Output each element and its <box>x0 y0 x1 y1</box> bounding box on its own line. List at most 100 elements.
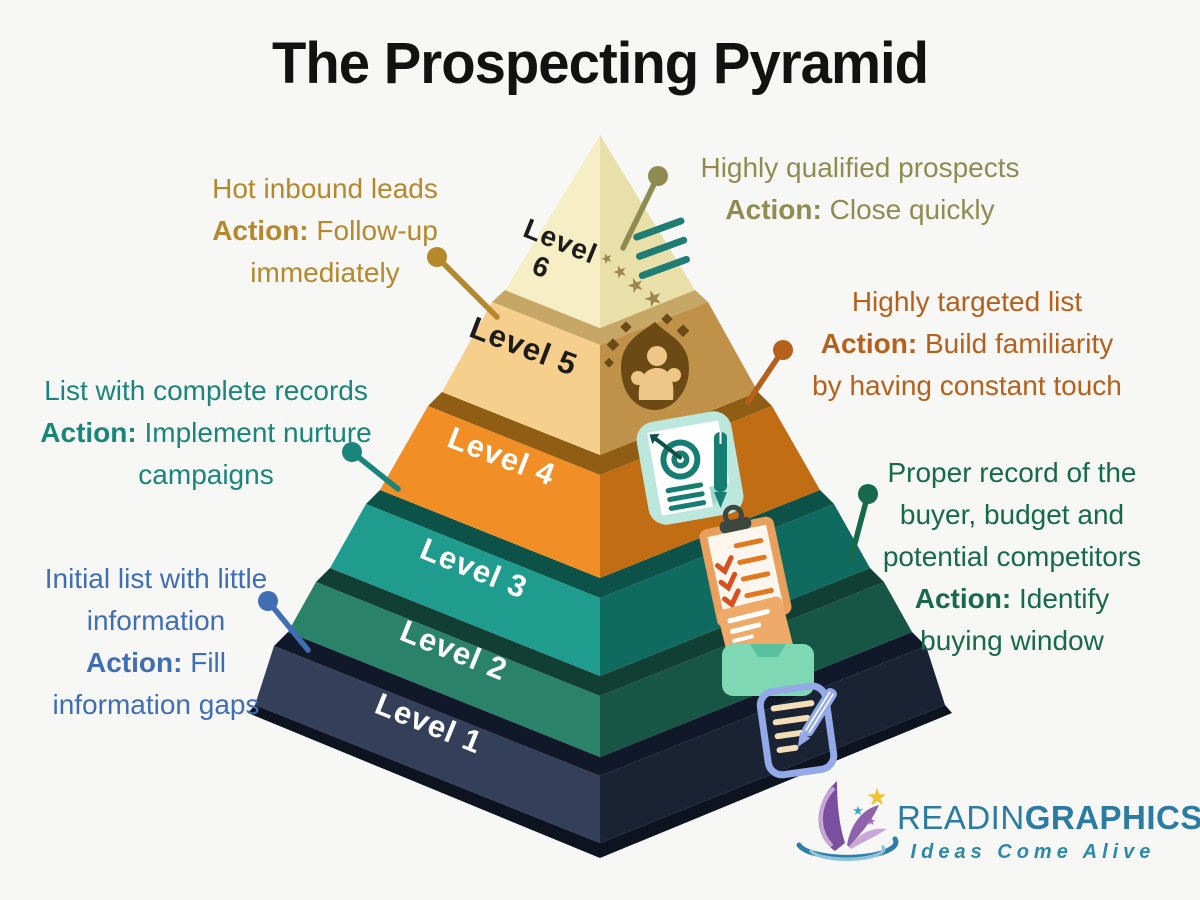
connector-initial-list <box>258 591 311 653</box>
logo-star-teal: ★ <box>852 804 864 819</box>
annotation-line: Initial list with little <box>44 563 268 594</box>
dart-feather <box>649 433 660 445</box>
level5-left-face <box>442 302 600 455</box>
connector-line <box>265 598 311 653</box>
level4-left-face <box>380 406 600 578</box>
notepad-line <box>774 729 805 740</box>
annotation-line: Highly qualified prospects <box>700 152 1020 183</box>
person-arm <box>631 371 645 385</box>
connector-line <box>620 173 661 251</box>
tray-front <box>722 644 814 696</box>
connector-line <box>745 347 786 405</box>
brand-name-regular: READIN <box>897 799 1025 836</box>
card-line <box>732 634 754 643</box>
document-tray-icon <box>717 596 814 696</box>
level1-left-face <box>255 646 600 843</box>
checklist-line <box>740 571 771 582</box>
annotation-initial-list: Initial list with little information Act… <box>6 558 306 726</box>
connector-line <box>434 254 500 320</box>
connector-dot <box>342 442 362 462</box>
achievement-line <box>633 217 685 241</box>
connector-dot <box>258 591 278 611</box>
document-line <box>668 500 707 511</box>
dart-shaft <box>652 435 683 460</box>
annotation-line: buyer, budget and <box>899 499 1125 530</box>
clipboard-clip <box>719 516 752 534</box>
pencil-stripe <box>804 691 831 732</box>
notepad-pencil-icon <box>756 682 838 779</box>
notepad-outline <box>756 682 838 779</box>
annotation-line: Hot inbound leads <box>212 173 438 204</box>
achievement-line <box>638 255 690 280</box>
achievement-line <box>636 236 688 260</box>
connector-targeted-list <box>745 340 793 405</box>
pen-body <box>714 432 727 492</box>
checklist-line <box>744 587 774 599</box>
annotation-line: Action: Close quickly <box>725 194 995 225</box>
logo-star-purple: ★ <box>866 815 876 828</box>
logo-page-fan-light <box>849 828 887 849</box>
checklist-line <box>733 538 764 549</box>
annotation-line: Action: Implement nurture <box>40 417 372 448</box>
connector-qualified-prospects <box>620 166 668 251</box>
pencil <box>797 688 838 747</box>
clipboard-paper <box>707 524 784 622</box>
check-mark <box>718 571 738 592</box>
logo-wing-edge <box>819 786 836 848</box>
annotation-line: Action: Identify <box>914 583 1110 614</box>
connector-hot-inbound-leads <box>427 247 500 320</box>
annotation-complete-records: List with complete records Action: Imple… <box>0 370 412 496</box>
card-line <box>727 608 771 624</box>
annotation-line: immediately <box>250 257 400 288</box>
document-line <box>665 482 704 494</box>
level3-left-face <box>330 504 600 676</box>
check-mark <box>722 588 741 609</box>
pen <box>714 432 727 508</box>
pen-tip <box>714 492 727 508</box>
annotation-line: information gaps <box>52 689 260 720</box>
annotation-line: Proper record of the <box>887 457 1137 488</box>
notepad-line <box>772 714 811 726</box>
connector-proper-record <box>847 484 878 565</box>
level6-left-face <box>505 135 600 328</box>
person-arm <box>667 368 681 382</box>
spark <box>604 357 614 368</box>
level2-left-face <box>288 582 600 757</box>
annotation-hot-inbound-leads: Hot inbound leads Action: Follow-up imme… <box>145 168 505 294</box>
annotation-line: information <box>86 605 226 636</box>
annotation-line: potential competitors <box>882 541 1142 572</box>
logo-swoosh <box>796 836 899 860</box>
star-glyph: ★ <box>598 249 615 268</box>
annotation-line: Action: Build familiarity <box>820 328 1114 359</box>
connector-dot <box>427 247 447 267</box>
brand-name: READINGRAPHICS <box>897 799 1200 837</box>
annotation-line: Action: Fill <box>86 647 226 678</box>
check-mark <box>714 555 734 576</box>
annotation-targeted-list: Highly targeted list Action: Build famil… <box>750 281 1184 407</box>
annotation-qualified-prospects: Highly qualified prospects Action: Close… <box>660 147 1060 231</box>
notepad-line <box>776 744 799 754</box>
connector-dot <box>773 340 793 360</box>
level1-right-face <box>600 646 945 843</box>
tray-notch <box>750 644 786 657</box>
connector-line <box>847 491 871 565</box>
annotation-line: List with complete records <box>44 375 368 406</box>
annotation-proper-record: Proper record of the buyer, budget and p… <box>855 452 1169 662</box>
checklist-line <box>737 554 767 565</box>
brand-name-bold: GRAPHICS <box>1024 799 1200 836</box>
strong-person-icon <box>604 313 690 410</box>
annotation-line: buying window <box>920 625 1104 656</box>
logo-star-yellow: ★ <box>866 783 888 811</box>
brand-tagline: Ideas Come Alive <box>910 841 1156 863</box>
annotation-line: Action: Follow-up <box>212 215 438 246</box>
readingraphics-logo-icon: ★ ★ ★ <box>796 781 899 861</box>
person-head <box>647 346 667 366</box>
logo-swoosh-inner <box>809 845 886 861</box>
card-line <box>729 622 762 634</box>
page-title: The Prospecting Pyramid <box>271 31 929 96</box>
person-body <box>638 368 674 400</box>
annotation-line: campaigns <box>138 459 274 490</box>
star-glyph: ★ <box>610 260 631 284</box>
